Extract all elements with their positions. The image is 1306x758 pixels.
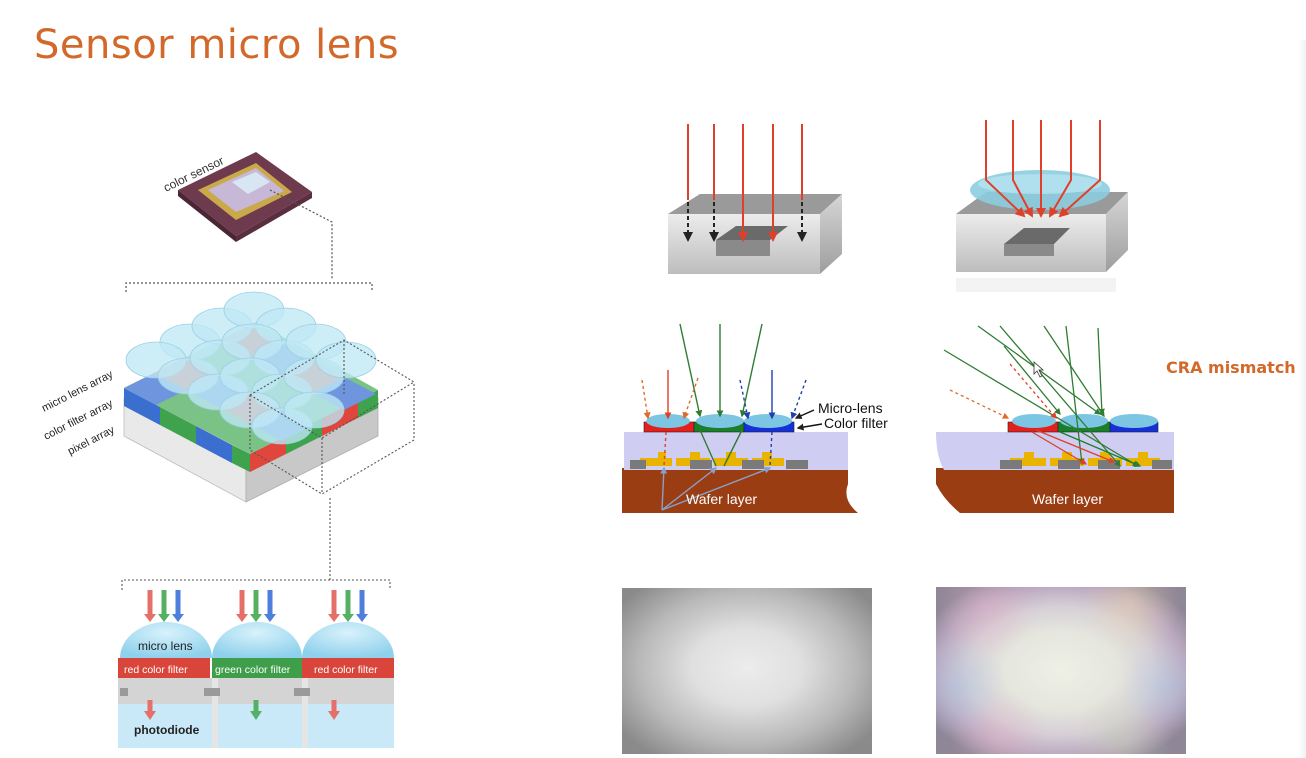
wafer-layer-label-left: Wafer layer bbox=[686, 491, 757, 507]
wafer-layer-label-right: Wafer layer bbox=[1032, 491, 1103, 507]
pixel-without-lens bbox=[668, 124, 842, 274]
micro-lens-label: micro lens bbox=[138, 639, 193, 653]
cra-mismatch-label: CRA mismatch bbox=[1166, 358, 1296, 377]
color-filter-callout: Color filter bbox=[824, 415, 888, 431]
micro-lens-callout: Micro-lens bbox=[818, 400, 883, 416]
chip-connector-lines bbox=[125, 189, 373, 292]
right-edge-shadow bbox=[1298, 40, 1306, 758]
micro-lens-array bbox=[125, 291, 377, 445]
pixel-with-lens bbox=[956, 120, 1128, 292]
cross-section-labels: micro lens red color filter green color … bbox=[124, 639, 378, 737]
photodiode-label: photodiode bbox=[134, 723, 200, 737]
slide-title: Sensor micro lens bbox=[34, 22, 400, 68]
vignetting-image-color-shading bbox=[936, 587, 1186, 754]
layer-stack-labels: micro lens array color filter array pixe… bbox=[40, 368, 117, 457]
cra-mismatch-diagram bbox=[936, 325, 1174, 513]
cra-matched-labels: Micro-lens Color filter Wafer layer bbox=[686, 400, 888, 507]
color-sensor-chip bbox=[178, 152, 312, 242]
vignetting-image-gray bbox=[622, 588, 872, 754]
pixel-cross-section bbox=[118, 590, 394, 748]
zoom-wireframe bbox=[121, 339, 416, 590]
green-filter-label: green color filter bbox=[215, 664, 291, 676]
red-filter-label-1: red color filter bbox=[124, 664, 188, 676]
cra-matched-diagram bbox=[622, 323, 858, 513]
red-filter-label-2: red color filter bbox=[314, 664, 378, 676]
